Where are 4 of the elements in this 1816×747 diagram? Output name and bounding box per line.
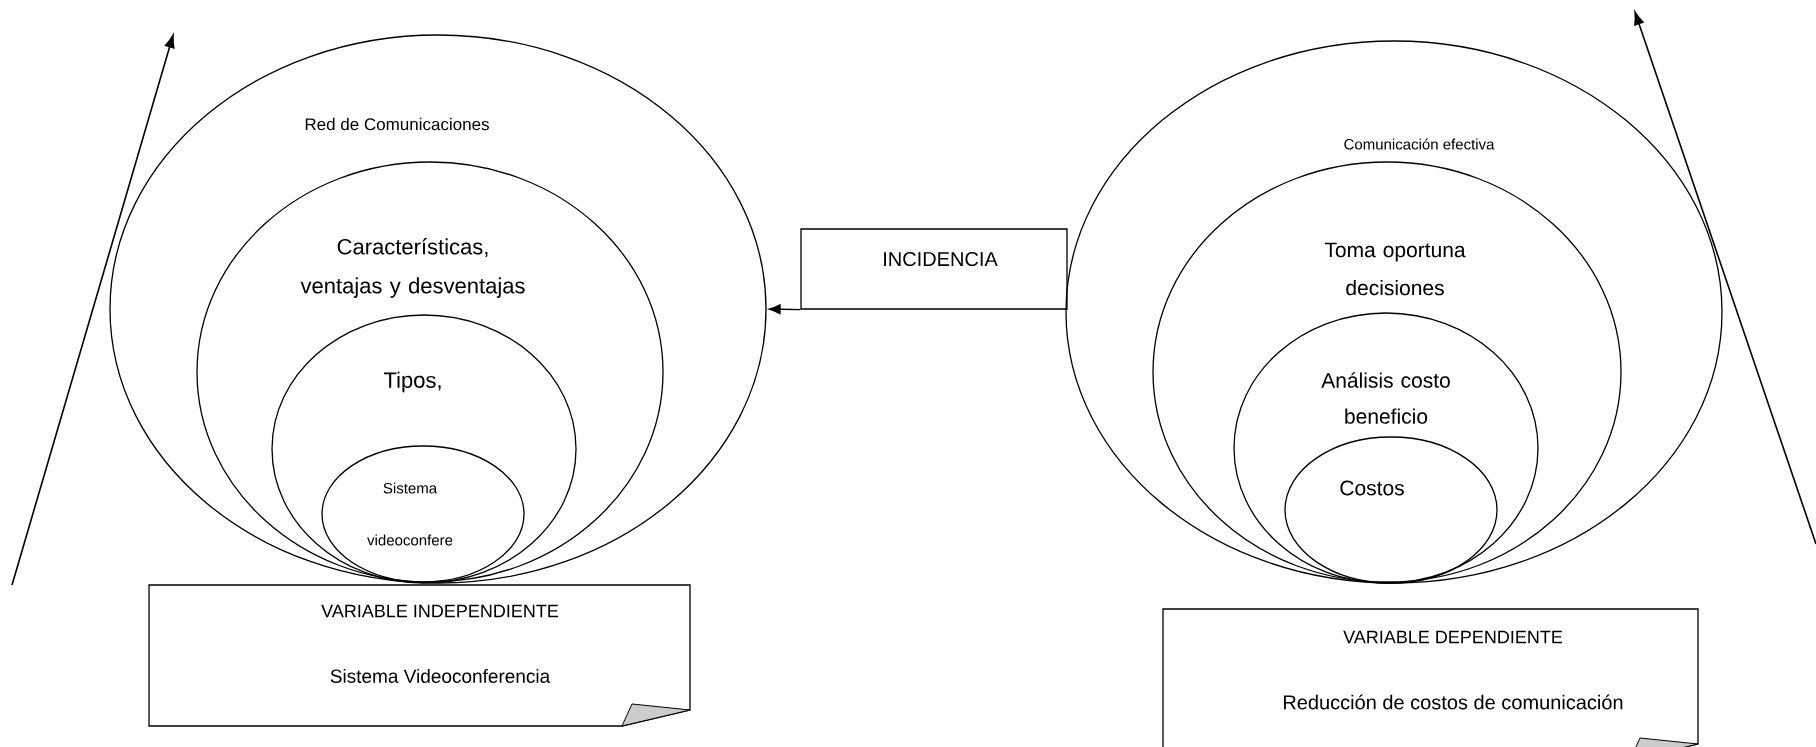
arrow [768, 304, 801, 315]
note-box: VARIABLE INDEPENDIENTE Sistema Videoconferencia [148, 584, 691, 727]
note-box: VARIABLE DEPENDIENTE Reducción de costos de comunicación [1162, 608, 1699, 747]
label-box: INCIDENCIA [800, 228, 1068, 310]
